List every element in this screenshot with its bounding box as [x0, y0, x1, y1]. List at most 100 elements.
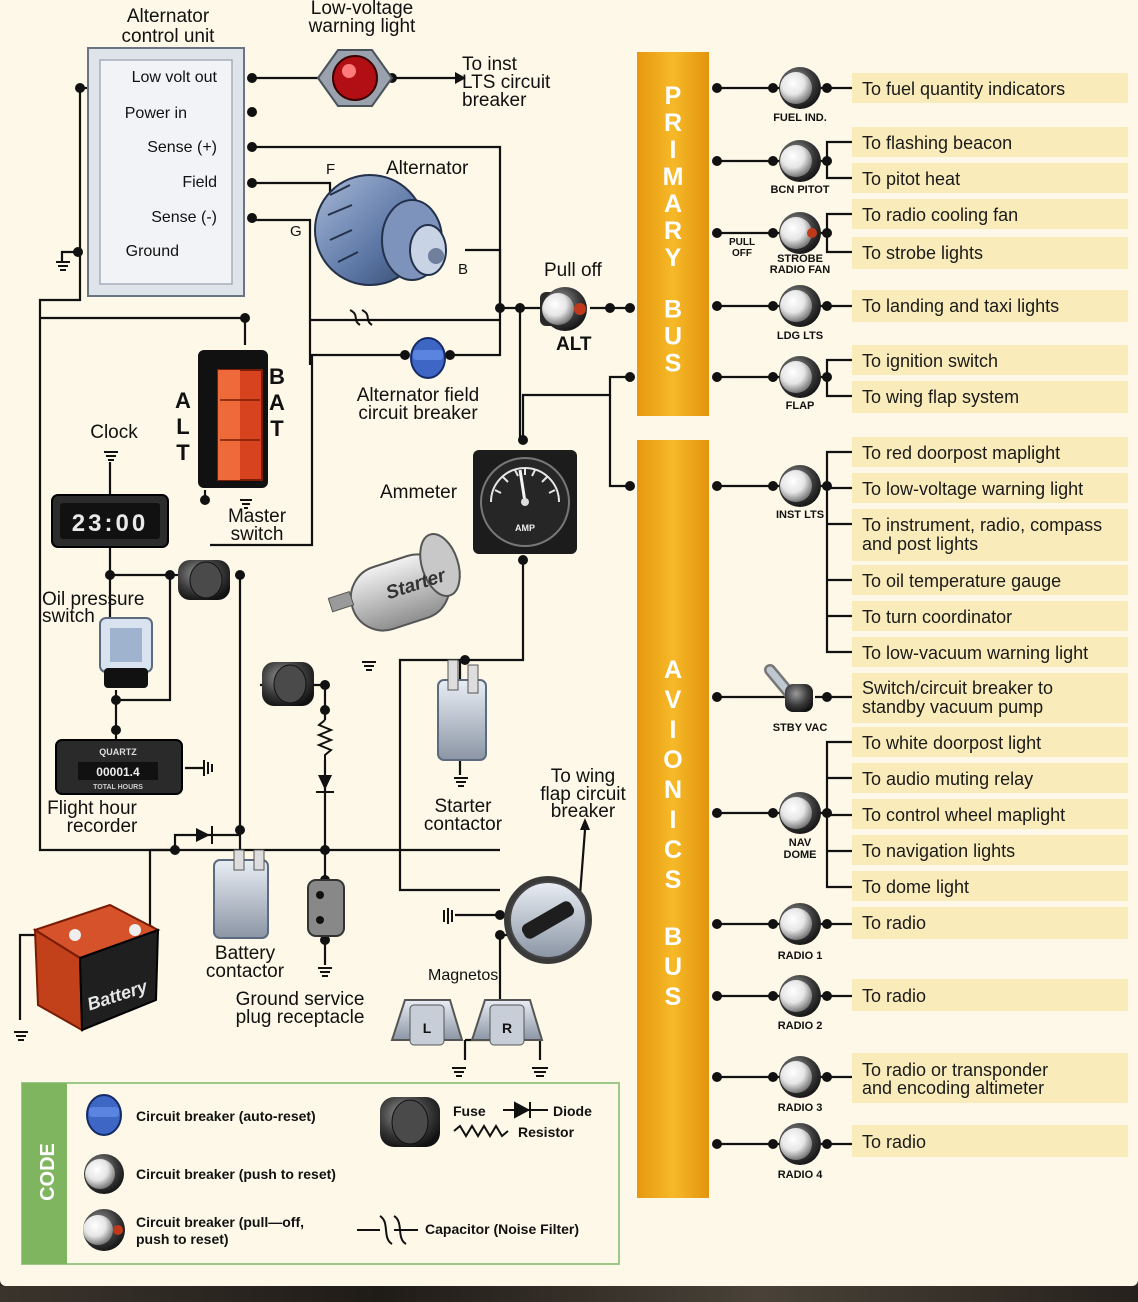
- clock-time-readout: 23:00: [72, 510, 148, 537]
- starter-contactor-icon: [437, 659, 487, 761]
- svg-text:LTS circuit: LTS circuit: [462, 72, 551, 93]
- primary-bus-letter: I: [670, 136, 677, 164]
- primary-bus-letter: R: [664, 217, 682, 245]
- svg-text:Oil pressure: Oil pressure: [42, 589, 144, 610]
- destination-label: To oil temperature gauge: [862, 571, 1061, 591]
- destination-label: To fuel quantity indicators: [862, 79, 1065, 99]
- pull-off-label: Pull off: [544, 260, 602, 281]
- destination-label: To turn coordinator: [862, 607, 1012, 627]
- destination-label: To control wheel maplight: [862, 805, 1065, 825]
- alternator-terminal-g: G: [290, 223, 302, 240]
- avionics-bus-letter: S: [665, 983, 682, 1011]
- breaker-label: STROBE: [777, 253, 823, 265]
- alternator-label: Alternator: [386, 158, 469, 179]
- quartz-label: QUARTZ: [99, 747, 137, 757]
- primary-bus-letter: R: [664, 109, 682, 137]
- breaker-label: RADIO 2: [778, 1020, 823, 1032]
- pull-off-alt-breaker-icon: [540, 287, 587, 331]
- destination-label: To instrument, radio, compass: [862, 515, 1102, 535]
- destination-label: standby vacuum pump: [862, 697, 1043, 717]
- magneto-left-icon: [390, 999, 464, 1046]
- legend-cb-pull-icon: [83, 1209, 125, 1251]
- svg-text:OFF: OFF: [732, 248, 752, 259]
- primary-bus: [637, 52, 709, 416]
- breaker-label: STBY VAC: [773, 722, 828, 734]
- svg-text:Master: Master: [228, 506, 287, 527]
- clock-label: Clock: [90, 422, 138, 443]
- svg-text:PULL: PULL: [729, 237, 755, 248]
- svg-text:Battery: Battery: [215, 943, 276, 964]
- terminal-low-volt-out: Low volt out: [132, 69, 218, 86]
- legend-capacitor-icon: [357, 1215, 418, 1245]
- destination-label: To ignition switch: [862, 351, 998, 371]
- destination-label: To flashing beacon: [862, 133, 1012, 153]
- resistor-branch-fuse-icon: [262, 662, 314, 706]
- breaker-label: LDG LTS: [777, 330, 823, 342]
- ground-service-plug-icon: [307, 879, 345, 937]
- alternator-terminal-f: F: [326, 161, 335, 178]
- destination-label: To radio cooling fan: [862, 205, 1018, 225]
- stby-vac-toggle-icon: [764, 664, 813, 712]
- svg-text:flap circuit: flap circuit: [540, 784, 626, 805]
- avionics-bus-letter: S: [665, 866, 682, 894]
- legend-cb-auto-label: Circuit breaker (auto-reset): [136, 1108, 316, 1124]
- pull-off-small-label: PULL OFF: [729, 237, 755, 259]
- oil-pressure-label: Oil pressure switch: [42, 589, 144, 627]
- avionics-bus: [637, 440, 709, 1198]
- destination-label: To navigation lights: [862, 841, 1015, 861]
- svg-text:T: T: [270, 416, 284, 441]
- alternator-terminal-b: B: [458, 261, 468, 278]
- breaker-knob-icon: [779, 212, 821, 254]
- alternator-control-unit: Low volt out Power in Sense (+) Field Se…: [87, 47, 245, 297]
- destination-label: To radio: [862, 913, 926, 933]
- starter-contactor-label: Starter contactor: [424, 796, 503, 835]
- svg-text:breaker: breaker: [551, 801, 616, 822]
- avionics-bus-letter: C: [664, 836, 682, 864]
- magneto-right-icon: [470, 999, 544, 1046]
- battery-contactor-icon: [213, 849, 269, 939]
- primary-bus-letter: P: [665, 82, 682, 110]
- destination-label: To dome light: [862, 877, 969, 897]
- capacitor-icon: [349, 309, 373, 326]
- magneto-l-label: L: [423, 1020, 432, 1036]
- breaker-label: RADIO 4: [778, 1169, 824, 1181]
- ammeter-amp-label: AMP: [515, 523, 535, 533]
- legend-resistor-label: Resistor: [518, 1124, 575, 1140]
- hour-meter-digits: 00001.4: [96, 765, 140, 779]
- destination-label: To low-voltage warning light: [862, 479, 1083, 499]
- avionics-bus-letter: I: [670, 716, 677, 744]
- svg-text:warning light: warning light: [308, 16, 416, 37]
- total-hours-label: TOTAL HOURS: [93, 784, 143, 791]
- avionics-bus-letter: U: [664, 953, 682, 981]
- terminal-sense-minus: Sense (-): [151, 209, 217, 226]
- breaker-label: INST LTS: [776, 509, 824, 521]
- svg-text:Starter: Starter: [434, 796, 492, 817]
- svg-text:contactor: contactor: [424, 814, 503, 835]
- breaker-knob-icon: [779, 465, 821, 507]
- destination-labels: To fuel quantity indicators To flashing b…: [862, 79, 1102, 1152]
- svg-text:switch: switch: [42, 606, 95, 627]
- arrow-to-inst-icon: [455, 72, 466, 84]
- svg-text:Low-voltage: Low-voltage: [311, 0, 413, 19]
- legend-resistor-icon: [453, 1124, 509, 1138]
- legend-diode-icon: [503, 1101, 548, 1119]
- flight-hour-recorder-label: Flight hour recorder: [47, 798, 138, 837]
- breaker-label: RADIO FAN: [770, 264, 831, 276]
- svg-text:To wing: To wing: [551, 766, 615, 787]
- breaker-label: NAV: [789, 837, 812, 849]
- svg-text:Flight hour: Flight hour: [47, 798, 137, 819]
- svg-text:To inst: To inst: [462, 54, 518, 75]
- bottom-edge-strip: [0, 1286, 1138, 1302]
- low-voltage-warning-label: Low-voltage warning light: [308, 0, 416, 37]
- svg-text:B: B: [269, 364, 285, 389]
- ground-service-plug-label: Ground service plug receptacle: [236, 989, 365, 1028]
- breaker-label: FUEL IND.: [773, 112, 827, 124]
- svg-text:control unit: control unit: [122, 26, 216, 47]
- primary-bus-letter: B: [664, 295, 682, 323]
- destination-label: To landing and taxi lights: [862, 296, 1059, 316]
- legend-cb-pull-label-1: Circuit breaker (pull—off,: [136, 1214, 304, 1230]
- terminal-field: Field: [182, 174, 217, 191]
- primary-bus-letter: A: [664, 190, 682, 218]
- breaker-knob-icon: [779, 140, 821, 182]
- legend-cb-push-icon: [84, 1154, 124, 1194]
